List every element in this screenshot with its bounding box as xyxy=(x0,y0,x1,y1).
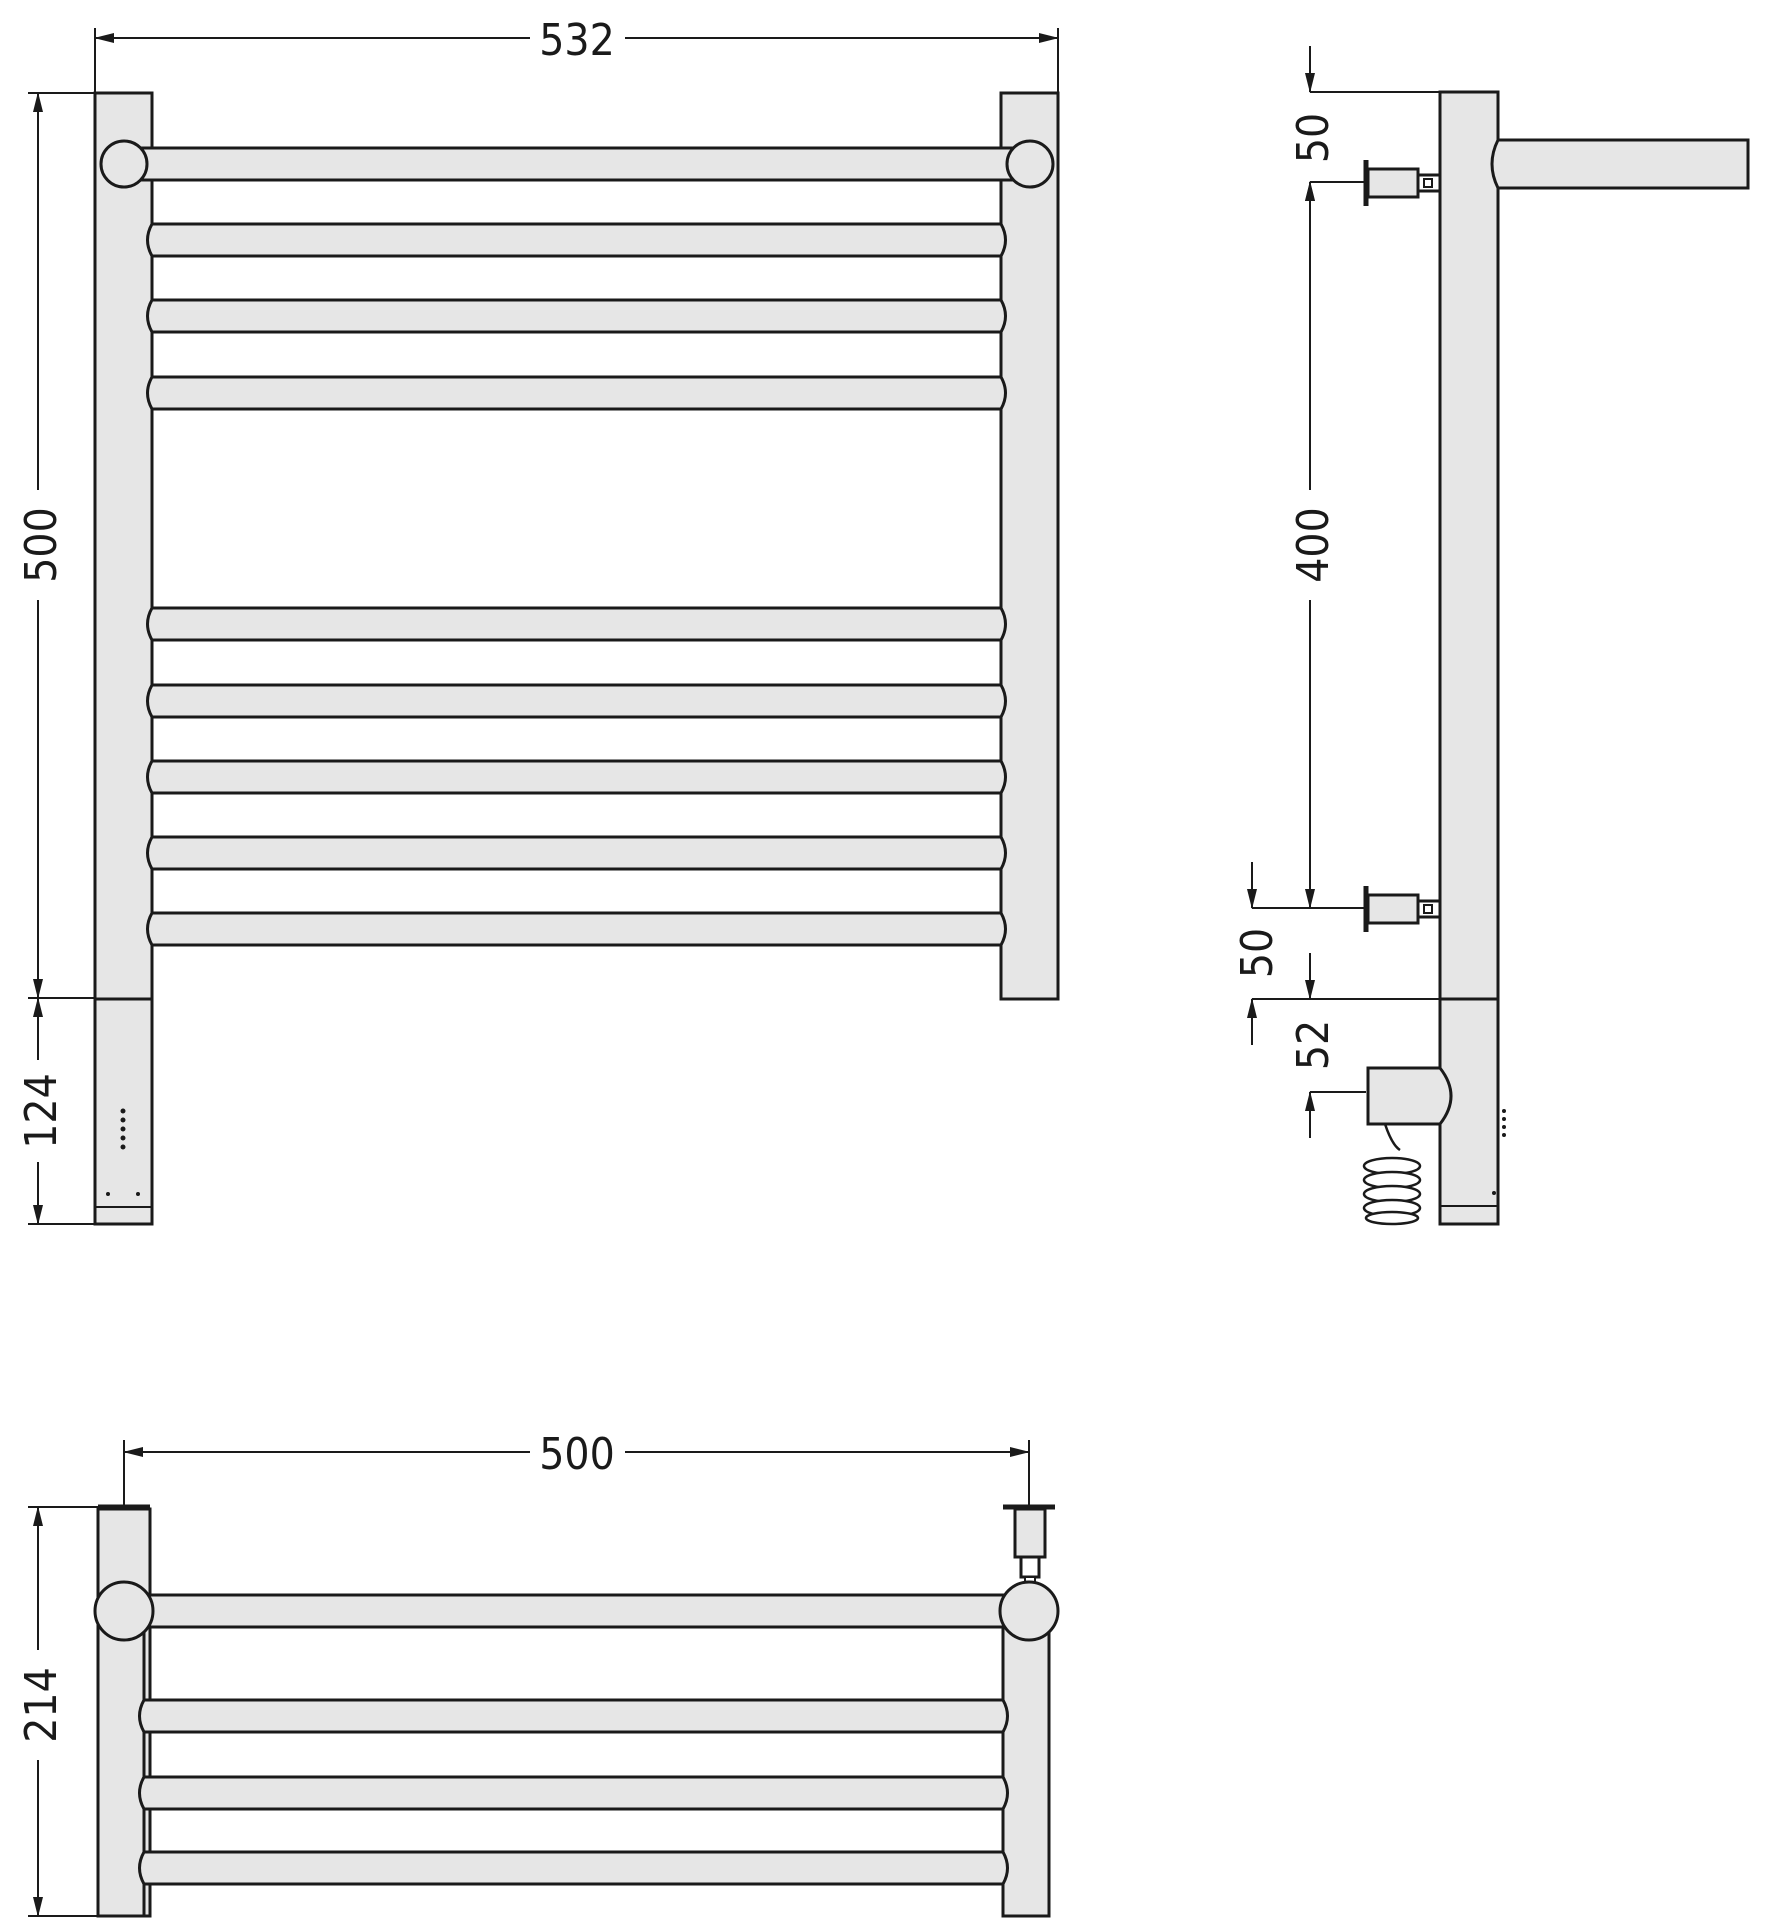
top-front-rail xyxy=(122,1593,1031,1629)
dim-side-top-offset-label: 50 xyxy=(1288,113,1339,163)
side-indicator-marks xyxy=(1492,1109,1506,1195)
front-view: 532 500 124 xyxy=(16,15,1060,1226)
front-rung xyxy=(146,911,1007,947)
top-right-column xyxy=(1001,1618,1051,1918)
front-rung xyxy=(146,835,1007,871)
front-top-cap-left xyxy=(99,139,149,189)
dim-front-width-label: 532 xyxy=(539,15,615,66)
front-rung xyxy=(146,759,1007,795)
side-heater-section xyxy=(1438,997,1500,1226)
front-right-upright xyxy=(999,91,1060,1001)
top-front-cap-right xyxy=(998,1580,1060,1642)
dim-top-width-label: 500 xyxy=(539,1429,615,1480)
dim-front-height-label: 500 xyxy=(16,507,67,583)
side-top-arm xyxy=(1490,138,1750,190)
side-view: 50 400 50 52 xyxy=(1232,46,1750,1226)
front-rungs xyxy=(146,222,1007,947)
front-rung xyxy=(146,375,1007,411)
front-top-rail xyxy=(122,146,1032,182)
side-upright xyxy=(1438,90,1500,1001)
front-rung xyxy=(146,222,1007,258)
front-left-upright xyxy=(93,91,154,1001)
top-rung xyxy=(138,1775,1009,1811)
dim-side-bottom-offset-label: 50 xyxy=(1232,928,1283,978)
top-front-cap-left xyxy=(93,1580,155,1642)
front-indicator-dots xyxy=(106,1108,140,1196)
top-rung xyxy=(138,1850,1009,1886)
front-rung xyxy=(146,683,1007,719)
front-top-cap-right xyxy=(1005,139,1055,189)
dim-side-heater-label: 52 xyxy=(1288,1020,1339,1070)
top-rung xyxy=(138,1698,1009,1734)
top-view: 500 214 xyxy=(16,1429,1060,1918)
top-wall-mount-right xyxy=(1003,1504,1055,1590)
front-rung xyxy=(146,606,1007,642)
dim-front-bottom-label: 124 xyxy=(16,1073,67,1149)
side-wall-bracket-upper xyxy=(1363,160,1442,206)
side-coiled-cable xyxy=(1362,1123,1422,1226)
front-rung xyxy=(146,298,1007,334)
top-rungs xyxy=(138,1698,1009,1886)
side-wall-bracket-lower xyxy=(1363,886,1442,932)
top-left-column-lower xyxy=(96,1618,146,1918)
dim-top-depth-label: 214 xyxy=(16,1667,67,1743)
dim-side-spacing-label: 400 xyxy=(1288,507,1339,583)
side-heater-connector xyxy=(1366,1066,1453,1126)
